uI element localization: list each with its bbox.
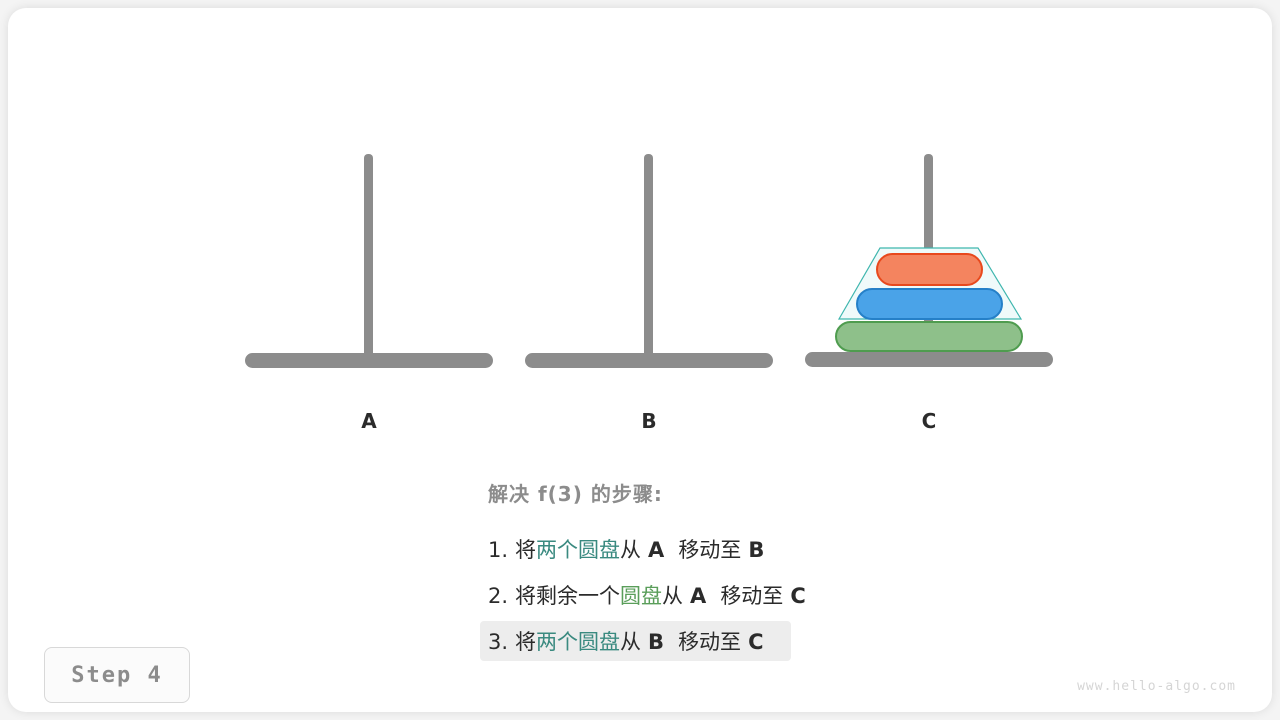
step-token: 从 — [662, 584, 684, 608]
step-token: B — [748, 538, 765, 562]
diagram-card: A B C 解决 f(3) 的步骤: — [8, 8, 1272, 712]
disk-large-c — [835, 321, 1023, 352]
pillar-b-label: B — [641, 409, 657, 433]
pillar-c-label: C — [921, 409, 937, 433]
step-token: 将剩余一个 — [515, 584, 621, 608]
step-token: 移动至 — [720, 584, 784, 608]
step-token: C — [748, 630, 764, 654]
step-token: 移动至 — [678, 630, 742, 654]
step-token: 从 — [620, 538, 642, 562]
pillar-a-rod — [364, 154, 373, 361]
step-token: 移动至 — [678, 538, 742, 562]
pillar-a-base — [245, 353, 493, 368]
step-token: A — [648, 538, 665, 562]
pillar-a-label: A — [361, 409, 377, 433]
step-token: A — [690, 584, 707, 608]
pillar-c-base — [805, 352, 1053, 367]
pillar-b-rod — [644, 154, 653, 361]
step-token: B — [648, 630, 665, 654]
step-token: 将 — [515, 630, 537, 654]
step-number: 2. — [488, 584, 509, 608]
step-number: 1. — [488, 538, 509, 562]
step-token: C — [790, 584, 806, 608]
disk-medium-c — [856, 288, 1003, 320]
watermark: www.hello-algo.com — [1077, 679, 1236, 694]
step-badge: Step 4 — [44, 647, 190, 703]
step-token: 两个圆盘 — [536, 630, 621, 654]
pillar-b-base — [525, 353, 773, 368]
step-token: 从 — [620, 630, 642, 654]
step-token: 两个圆盘 — [536, 538, 621, 562]
step-number: 3. — [488, 630, 509, 654]
disk-small-c — [876, 253, 983, 286]
step-token: 将 — [515, 538, 537, 562]
step-token: 圆盘 — [620, 584, 663, 608]
steps-heading: 解决 f(3) 的步骤: — [488, 482, 663, 506]
